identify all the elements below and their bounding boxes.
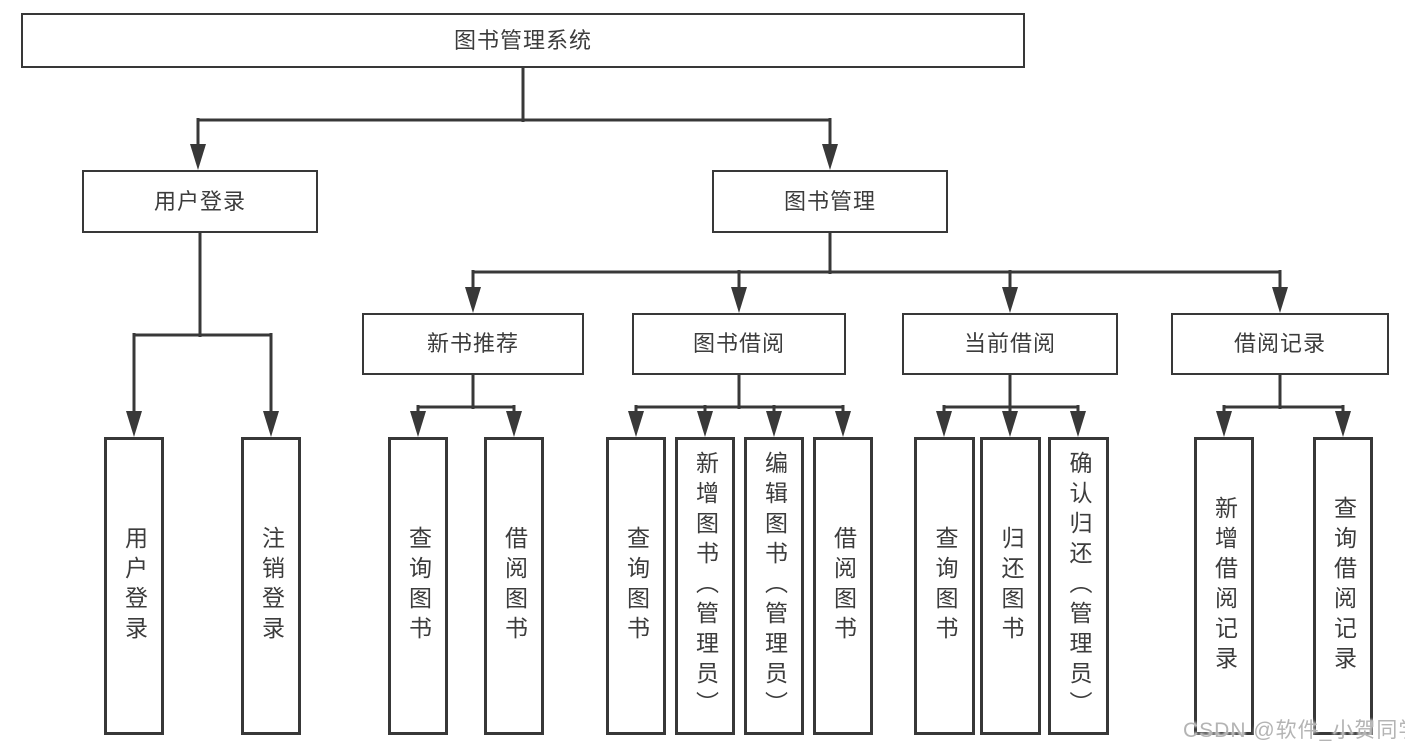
arrowhead (1070, 411, 1086, 437)
node-book-management: 图书管理 (712, 170, 948, 233)
leaf-query-books-current-label: 查询图书 (932, 526, 958, 646)
leaf-return-book: 归还图书 (980, 437, 1041, 735)
arrowhead (410, 411, 426, 437)
node-borrowing-records: 借阅记录 (1171, 313, 1389, 375)
node-library-system: 图书管理系统 (21, 13, 1025, 68)
node-current-borrowing-label: 当前借阅 (963, 331, 1056, 356)
arrowhead (1216, 411, 1232, 437)
leaf-add-borrow-record-label: 新增借阅记录 (1211, 496, 1238, 676)
leaf-user-login: 用户登录 (104, 437, 164, 735)
arrowhead (766, 411, 782, 437)
arrowhead (465, 287, 481, 313)
leaf-borrow-books-recommend-label: 借阅图书 (501, 526, 528, 646)
leaf-add-book-admin: 新增图书（管理员） (675, 437, 735, 735)
node-book-borrowing-label: 图书借阅 (692, 331, 785, 356)
node-book-borrowing: 图书借阅 (632, 313, 846, 375)
leaf-logout-label: 注销登录 (258, 526, 285, 646)
leaf-edit-book-admin: 编辑图书（管理员） (744, 437, 804, 735)
arrowhead (1272, 287, 1288, 313)
leaf-query-books-current: 查询图书 (914, 437, 975, 735)
leaf-edit-book-admin-label: 编辑图书（管理员） (761, 451, 788, 721)
leaf-query-books-borrowing-label: 查询图书 (623, 526, 650, 646)
arrowhead (126, 411, 142, 437)
node-borrowing-records-label: 借阅记录 (1233, 331, 1326, 356)
node-user-login: 用户登录 (82, 170, 318, 233)
leaf-logout: 注销登录 (241, 437, 301, 735)
arrowhead (190, 144, 206, 170)
watermark: CSDN @软件_小贺同学 (1183, 719, 1405, 742)
leaf-user-login-label: 用户登录 (121, 526, 148, 646)
node-new-book-recommend: 新书推荐 (362, 313, 584, 375)
node-library-system-label: 图书管理系统 (453, 27, 592, 53)
leaf-add-borrow-record: 新增借阅记录 (1194, 437, 1254, 735)
leaf-confirm-return-admin: 确认归还（管理员） (1048, 437, 1109, 735)
leaf-query-books-borrowing: 查询图书 (606, 437, 666, 735)
leaf-query-borrow-record: 查询借阅记录 (1313, 437, 1373, 735)
leaf-return-book-label: 归还图书 (998, 526, 1024, 646)
leaf-add-book-admin-label: 新增图书（管理员） (692, 451, 719, 721)
arrowhead (1335, 411, 1351, 437)
leaf-query-books-recommend-label: 查询图书 (405, 526, 432, 646)
arrowhead (628, 411, 644, 437)
node-user-login-label: 用户登录 (153, 188, 246, 214)
arrowhead (1002, 287, 1018, 313)
node-new-book-recommend-label: 新书推荐 (426, 331, 519, 356)
leaf-borrow-books-borrowing-label: 借阅图书 (830, 526, 857, 646)
arrowhead (697, 411, 713, 437)
leaf-confirm-return-admin-label: 确认归还（管理员） (1066, 451, 1092, 721)
arrowhead (835, 411, 851, 437)
arrowhead (936, 411, 952, 437)
leaf-borrow-books-borrowing: 借阅图书 (813, 437, 873, 735)
leaf-query-borrow-record-label: 查询借阅记录 (1330, 496, 1357, 676)
arrowhead (263, 411, 279, 437)
leaf-borrow-books-recommend: 借阅图书 (484, 437, 544, 735)
arrowhead (822, 144, 838, 170)
node-current-borrowing: 当前借阅 (902, 313, 1118, 375)
arrowhead (506, 411, 522, 437)
arrowhead (731, 287, 747, 313)
arrowhead (1002, 411, 1018, 437)
node-book-management-label: 图书管理 (783, 188, 876, 214)
leaf-query-books-recommend: 查询图书 (388, 437, 448, 735)
